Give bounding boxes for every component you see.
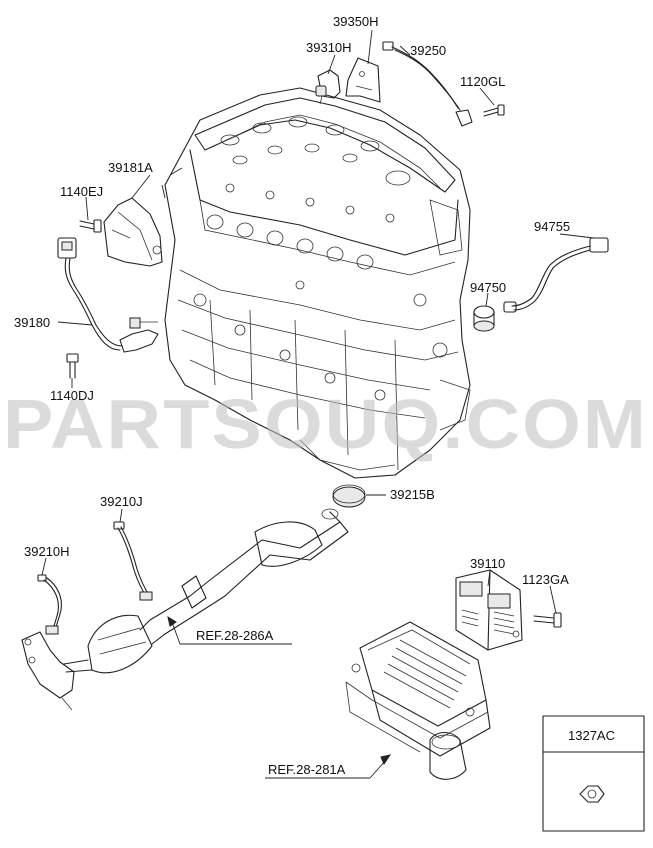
bolt-1140EJ-drawing <box>79 219 102 233</box>
label-39181A: 39181A <box>108 160 153 175</box>
inset-box-1327AC <box>542 715 645 832</box>
bolt-1140DJ-drawing <box>66 353 79 379</box>
ref-label-28-286A: REF.28-286A <box>196 628 274 643</box>
heat-shield-drawing <box>103 197 163 267</box>
label-1123GA: 1123GA <box>522 572 569 587</box>
sensor-bracket-drawing <box>345 57 381 103</box>
cam-position-sensor-drawing <box>315 69 341 105</box>
watermark-text: PARTSOUQ.COM <box>3 385 648 463</box>
harness-39250-drawing <box>382 41 473 127</box>
bolt-1123GA-drawing <box>533 612 562 628</box>
label-94755: 94755 <box>534 219 570 234</box>
ecu-drawing <box>455 569 523 651</box>
label-39210J: 39210J <box>100 494 143 509</box>
label-94750: 94750 <box>470 280 506 295</box>
label-39210H: 39210H <box>24 544 70 559</box>
label-1327AC: 1327AC <box>568 728 615 743</box>
label-39310H: 39310H <box>306 40 352 55</box>
label-39215B: 39215B <box>390 487 435 502</box>
exhaust-pipe-drawing <box>21 508 349 711</box>
crank-sensor-drawing <box>57 237 159 353</box>
ref-label-28-281A: REF.28-281A <box>268 762 346 777</box>
oil-pressure-switch-drawing <box>473 305 495 332</box>
bolt-1120GL-drawing <box>483 104 505 117</box>
label-1140DJ: 1140DJ <box>50 388 94 403</box>
engine-block-drawing <box>161 87 471 479</box>
label-1140EJ: 1140EJ <box>60 184 103 199</box>
label-39250: 39250 <box>410 43 446 58</box>
leader-lines <box>41 29 595 779</box>
plug-39215B-drawing <box>332 484 366 508</box>
label-39110: 39110 <box>470 556 505 571</box>
part-labels: 39350H 39310H 39250 1120GL 39181A 1140EJ… <box>14 14 615 777</box>
air-cleaner-drawing <box>345 621 491 780</box>
label-39180: 39180 <box>14 315 50 330</box>
oil-pressure-harness-drawing <box>503 237 609 313</box>
label-1120GL: 1120GL <box>460 74 505 89</box>
label-39350H: 39350H <box>333 14 379 29</box>
